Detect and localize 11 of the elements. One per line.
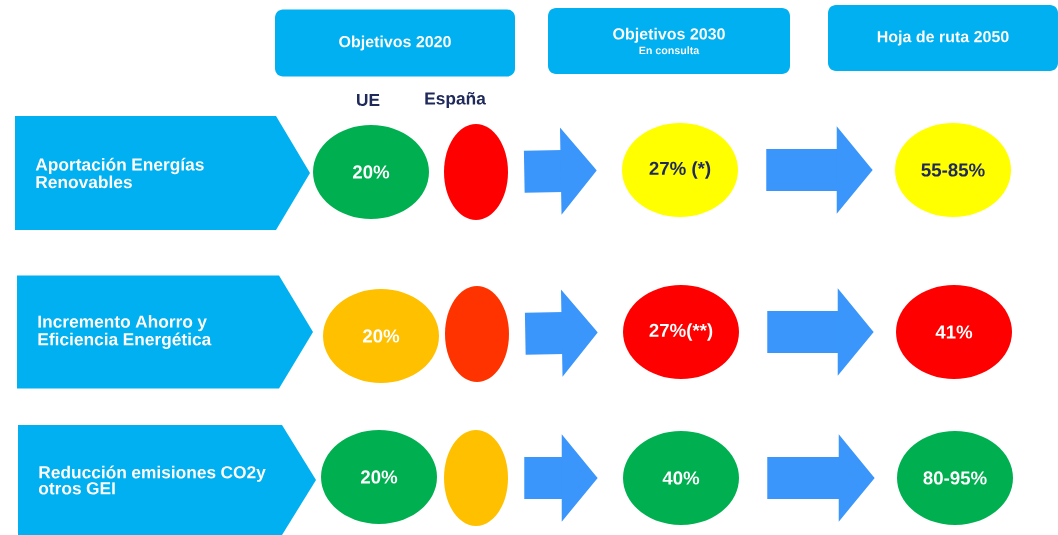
column-label: España	[425, 91, 486, 109]
chevron-box: Reducción emisiones CO2y otros GEI	[18, 425, 316, 535]
column-label: UE	[357, 93, 380, 107]
header-box: Objetivos 2020	[275, 9, 515, 77]
header-box: Hoja de ruta 2050	[828, 5, 1058, 71]
chevron-box: Incremento Ahorro y Eficiencia Energética	[17, 275, 313, 389]
header-box: Objetivos 2030 En consulta	[548, 8, 790, 74]
chevron-box: Aportación Energías Renovables	[15, 116, 310, 230]
ellipse	[444, 430, 508, 526]
ellipse	[445, 286, 509, 382]
ellipse	[444, 124, 508, 220]
